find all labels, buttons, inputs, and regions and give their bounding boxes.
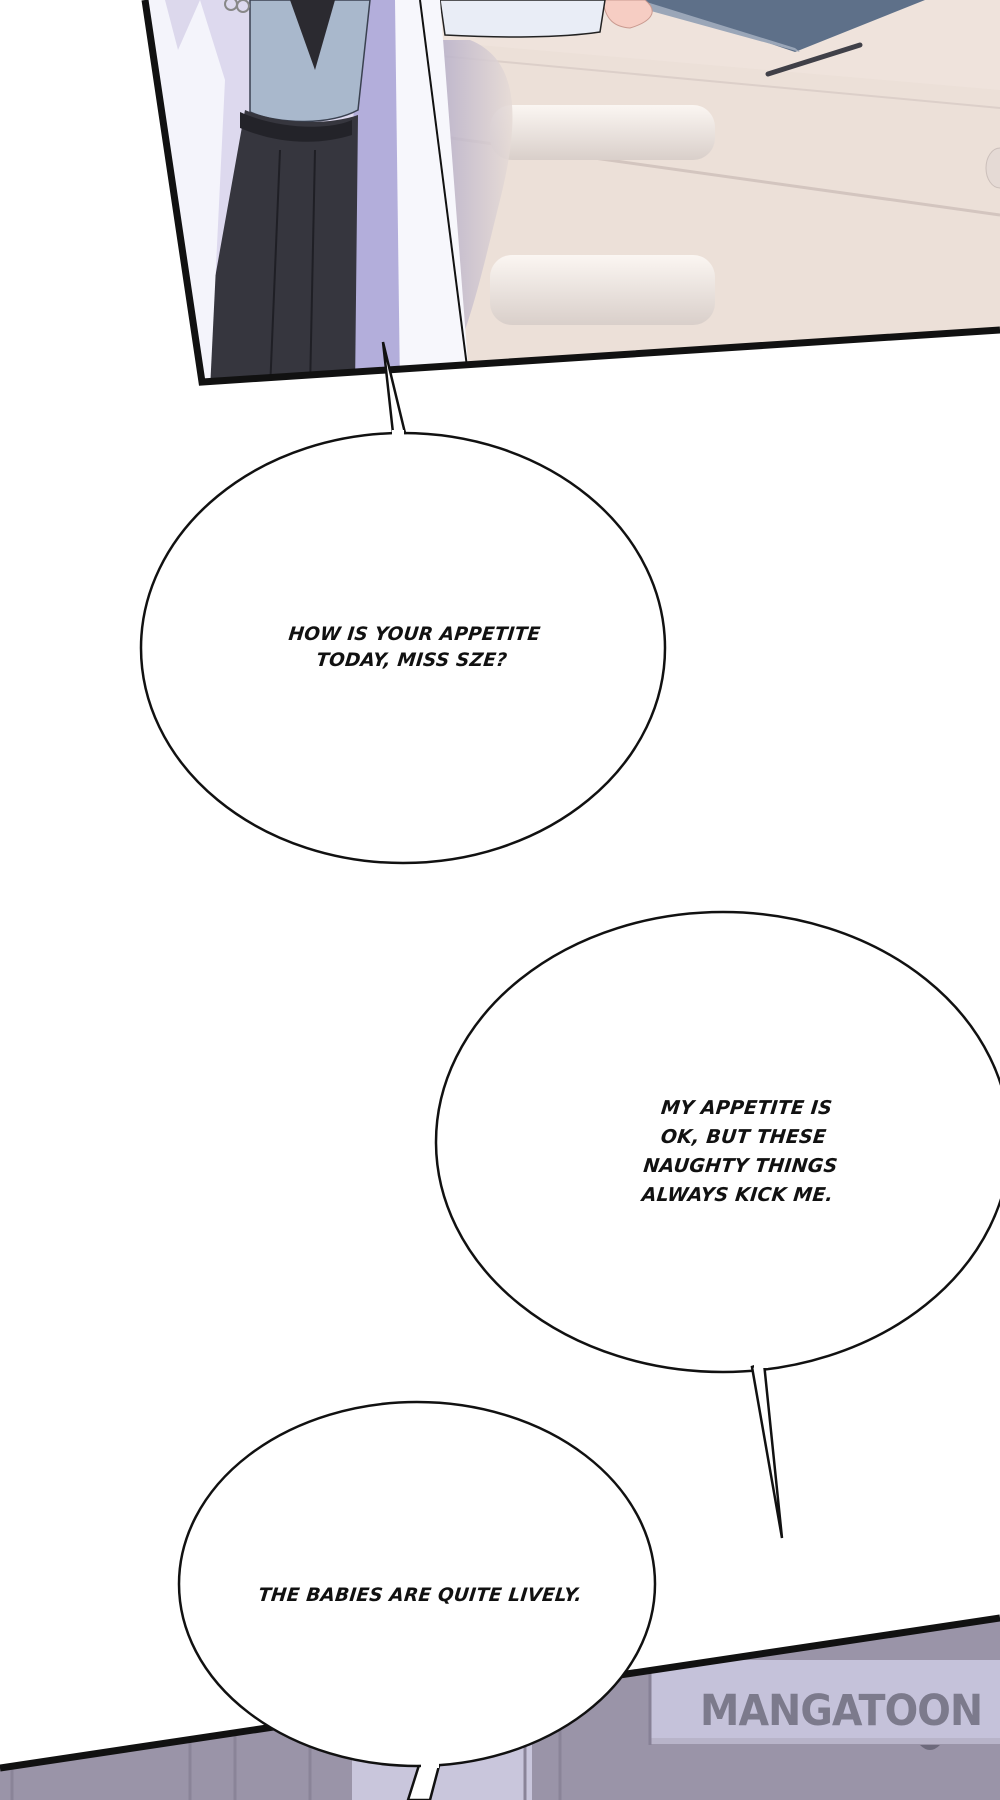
speech-bubble-3-text: THE BABIES ARE QUITE LIVELY. [257, 1585, 583, 1606]
office-scene-illustration [145, 0, 1000, 382]
speech-bubble-1-text: HOW IS YOUR APPETITE TODAY, MISS SZE? [287, 624, 542, 671]
mangatoon-watermark: MANGATOON [700, 1686, 983, 1736]
speech-bubble-2-text: MY APPETITE IS OK, BUT THESE NAUGHTY THI… [640, 1097, 839, 1206]
speech-bubble-2 [434, 910, 1000, 1539]
speech-bubble-1 [139, 341, 667, 865]
speech-bubble-3 [177, 1400, 657, 1800]
top-panel-border [141, 0, 1000, 386]
